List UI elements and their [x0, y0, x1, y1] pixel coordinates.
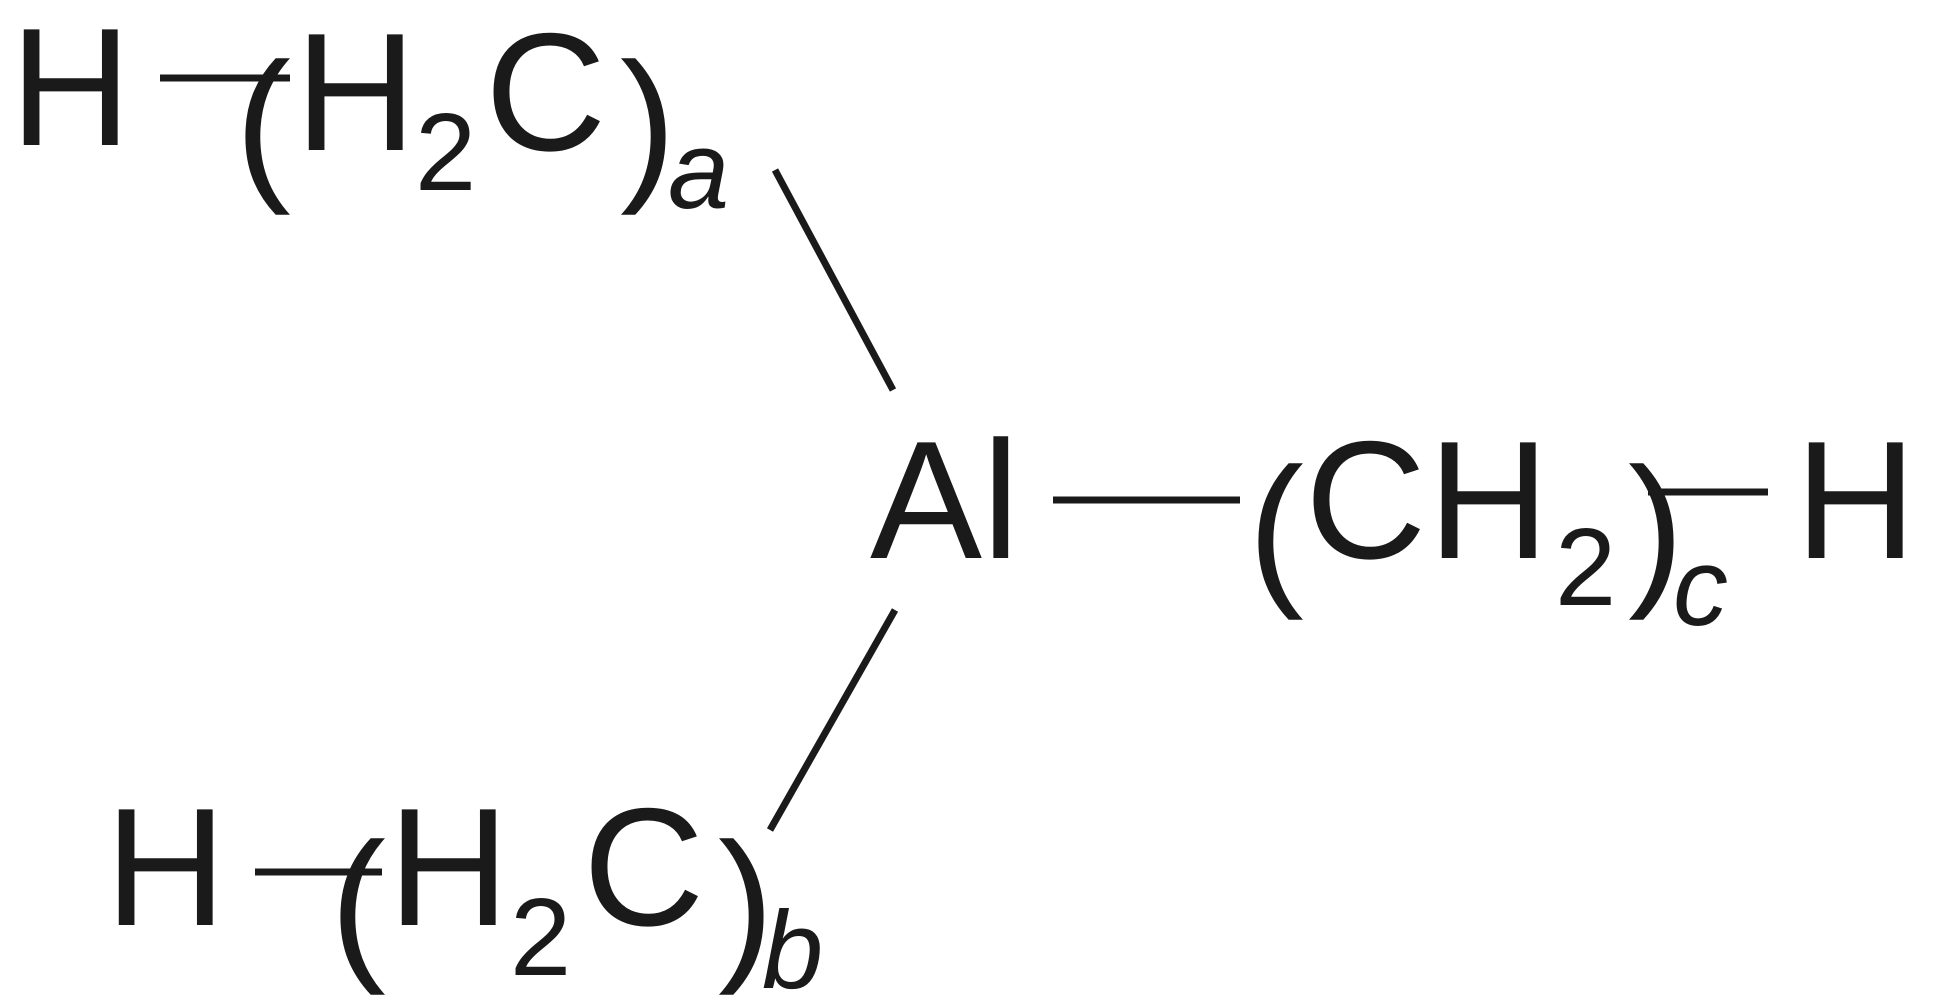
top-close-paren: ) — [620, 28, 676, 216]
bottom-open-paren: ( — [330, 808, 386, 996]
right-subscript-2: 2 — [1555, 506, 1616, 629]
right-h: H — [1428, 406, 1549, 594]
top-open-paren: ( — [235, 28, 291, 216]
bottom-close-paren: ) — [718, 808, 774, 996]
right-terminal-h: H — [1795, 406, 1916, 594]
center-atom-al: Al — [870, 406, 1019, 594]
top-subscript-2: 2 — [415, 91, 476, 214]
bottom-h: H — [388, 773, 509, 961]
bottom-terminal-h: H — [105, 773, 226, 961]
right-substituent: ( C H 2 ) c H — [1248, 406, 1916, 649]
bottom-index-b: b — [762, 889, 823, 1000]
top-terminal-h: H — [10, 0, 131, 181]
top-c: C — [485, 0, 606, 186]
bond-al-to-bottom — [766, 608, 899, 832]
top-index-a: a — [668, 109, 729, 232]
right-c: C — [1305, 406, 1426, 594]
bottom-subscript-2: 2 — [510, 876, 571, 999]
right-index-c: c — [1673, 526, 1728, 649]
top-h: H — [295, 0, 416, 186]
bottom-c: C — [583, 773, 704, 961]
right-close-paren: ) — [1628, 433, 1684, 621]
bottom-substituent: H ( H 2 C ) b — [105, 773, 823, 1000]
right-open-paren: ( — [1248, 433, 1304, 621]
top-substituent: H ( H 2 C ) a — [10, 0, 729, 232]
bond-top-to-al — [771, 168, 897, 392]
